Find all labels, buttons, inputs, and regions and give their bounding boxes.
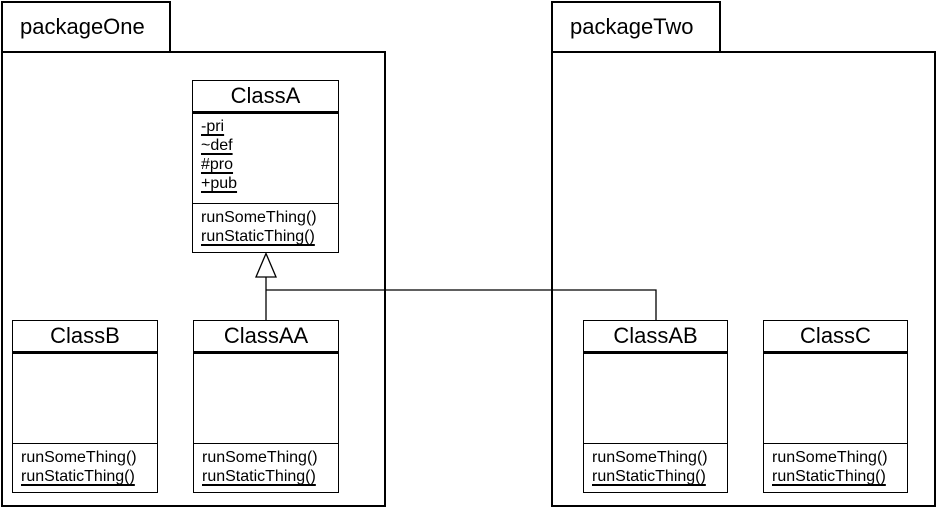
method: runSomeThing() bbox=[592, 449, 708, 466]
class-box-classaa[interactable]: ClassAA runSomeThing() runStaticThing() bbox=[193, 320, 339, 493]
package-tab-packageone[interactable]: packageOne bbox=[1, 1, 171, 51]
class-title: ClassB bbox=[13, 321, 157, 354]
class-attributes-compartment bbox=[584, 354, 727, 444]
attribute: ~def bbox=[201, 137, 233, 154]
class-methods-compartment: runSomeThing() runStaticThing() bbox=[764, 444, 907, 492]
class-attributes-compartment bbox=[13, 354, 157, 444]
method: runStaticThing() bbox=[201, 228, 315, 245]
method: runStaticThing() bbox=[202, 468, 316, 485]
attribute: -pri bbox=[201, 118, 225, 135]
method: runSomeThing() bbox=[201, 209, 317, 226]
package-name: packageTwo bbox=[570, 14, 694, 39]
class-methods-compartment: runSomeThing() runStaticThing() bbox=[193, 204, 338, 252]
method: runStaticThing() bbox=[21, 468, 135, 485]
class-attributes-compartment: -pri ~def #pro +pub bbox=[193, 114, 338, 204]
class-methods-compartment: runSomeThing() runStaticThing() bbox=[194, 444, 338, 492]
class-attributes-compartment bbox=[764, 354, 907, 444]
method: runStaticThing() bbox=[592, 468, 706, 485]
class-box-classab[interactable]: ClassAB runSomeThing() runStaticThing() bbox=[583, 320, 728, 493]
attribute: +pub bbox=[201, 175, 238, 192]
class-title: ClassAA bbox=[194, 321, 338, 354]
package-name: packageOne bbox=[20, 14, 145, 39]
class-box-classb[interactable]: ClassB runSomeThing() runStaticThing() bbox=[12, 320, 158, 493]
method: runStaticThing() bbox=[772, 468, 886, 485]
class-title: ClassA bbox=[193, 81, 338, 114]
class-methods-compartment: runSomeThing() runStaticThing() bbox=[13, 444, 157, 492]
method: runSomeThing() bbox=[21, 449, 137, 466]
method: runSomeThing() bbox=[202, 449, 318, 466]
class-methods-compartment: runSomeThing() runStaticThing() bbox=[584, 444, 727, 492]
package-tab-packagetwo[interactable]: packageTwo bbox=[551, 1, 721, 51]
class-box-classa[interactable]: ClassA -pri ~def #pro +pub runSomeThing(… bbox=[192, 80, 339, 253]
method: runSomeThing() bbox=[772, 449, 888, 466]
class-title: ClassAB bbox=[584, 321, 727, 354]
class-box-classc[interactable]: ClassC runSomeThing() runStaticThing() bbox=[763, 320, 908, 493]
generalization-line-classab-to-classa[interactable] bbox=[266, 289, 657, 320]
class-attributes-compartment bbox=[194, 354, 338, 444]
attribute: #pro bbox=[201, 156, 234, 173]
class-title: ClassC bbox=[764, 321, 907, 354]
